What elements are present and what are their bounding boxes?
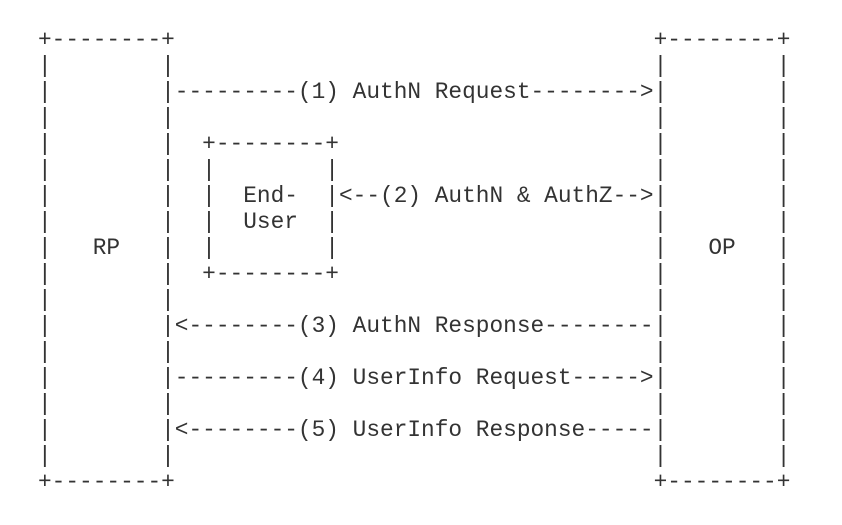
diagram-line-step-1: | |---------(1) AuthN Request-------->| … xyxy=(38,79,791,105)
diagram-line-box-tops: +--------+ +--------+ xyxy=(38,27,791,53)
diagram-line: | | | | xyxy=(38,391,791,417)
diagram-line: | | | | xyxy=(38,53,791,79)
oidc-flow-ascii-diagram: +--------+ +--------+| | | || |---------… xyxy=(38,27,790,495)
diagram-line: | | | | xyxy=(38,105,791,131)
diagram-line: | | | | | | xyxy=(38,157,791,183)
diagram-line-box-bottoms: +--------+ +--------+ xyxy=(38,469,791,495)
diagram-line: | | | | xyxy=(38,443,791,469)
diagram-line-step-4: | |---------(4) UserInfo Request----->| … xyxy=(38,365,791,391)
diagram-line: | | | | xyxy=(38,287,791,313)
diagram-line: | | | | xyxy=(38,339,791,365)
diagram-line-step-5: | |<--------(5) UserInfo Response-----| … xyxy=(38,417,791,443)
diagram-line-node-labels: | RP | | | | OP | xyxy=(38,235,791,261)
diagram-line-step-3: | |<--------(3) AuthN Response--------| … xyxy=(38,313,791,339)
diagram-line-enduser-box-top: | | +--------+ | | xyxy=(38,131,791,157)
diagram-line-enduser-box-bottom: | | +--------+ | | xyxy=(38,261,791,287)
diagram-line-enduser-label: | | | User | | | xyxy=(38,209,791,235)
diagram-line-step-2: | | | End- |<--(2) AuthN & AuthZ-->| | xyxy=(38,183,791,209)
